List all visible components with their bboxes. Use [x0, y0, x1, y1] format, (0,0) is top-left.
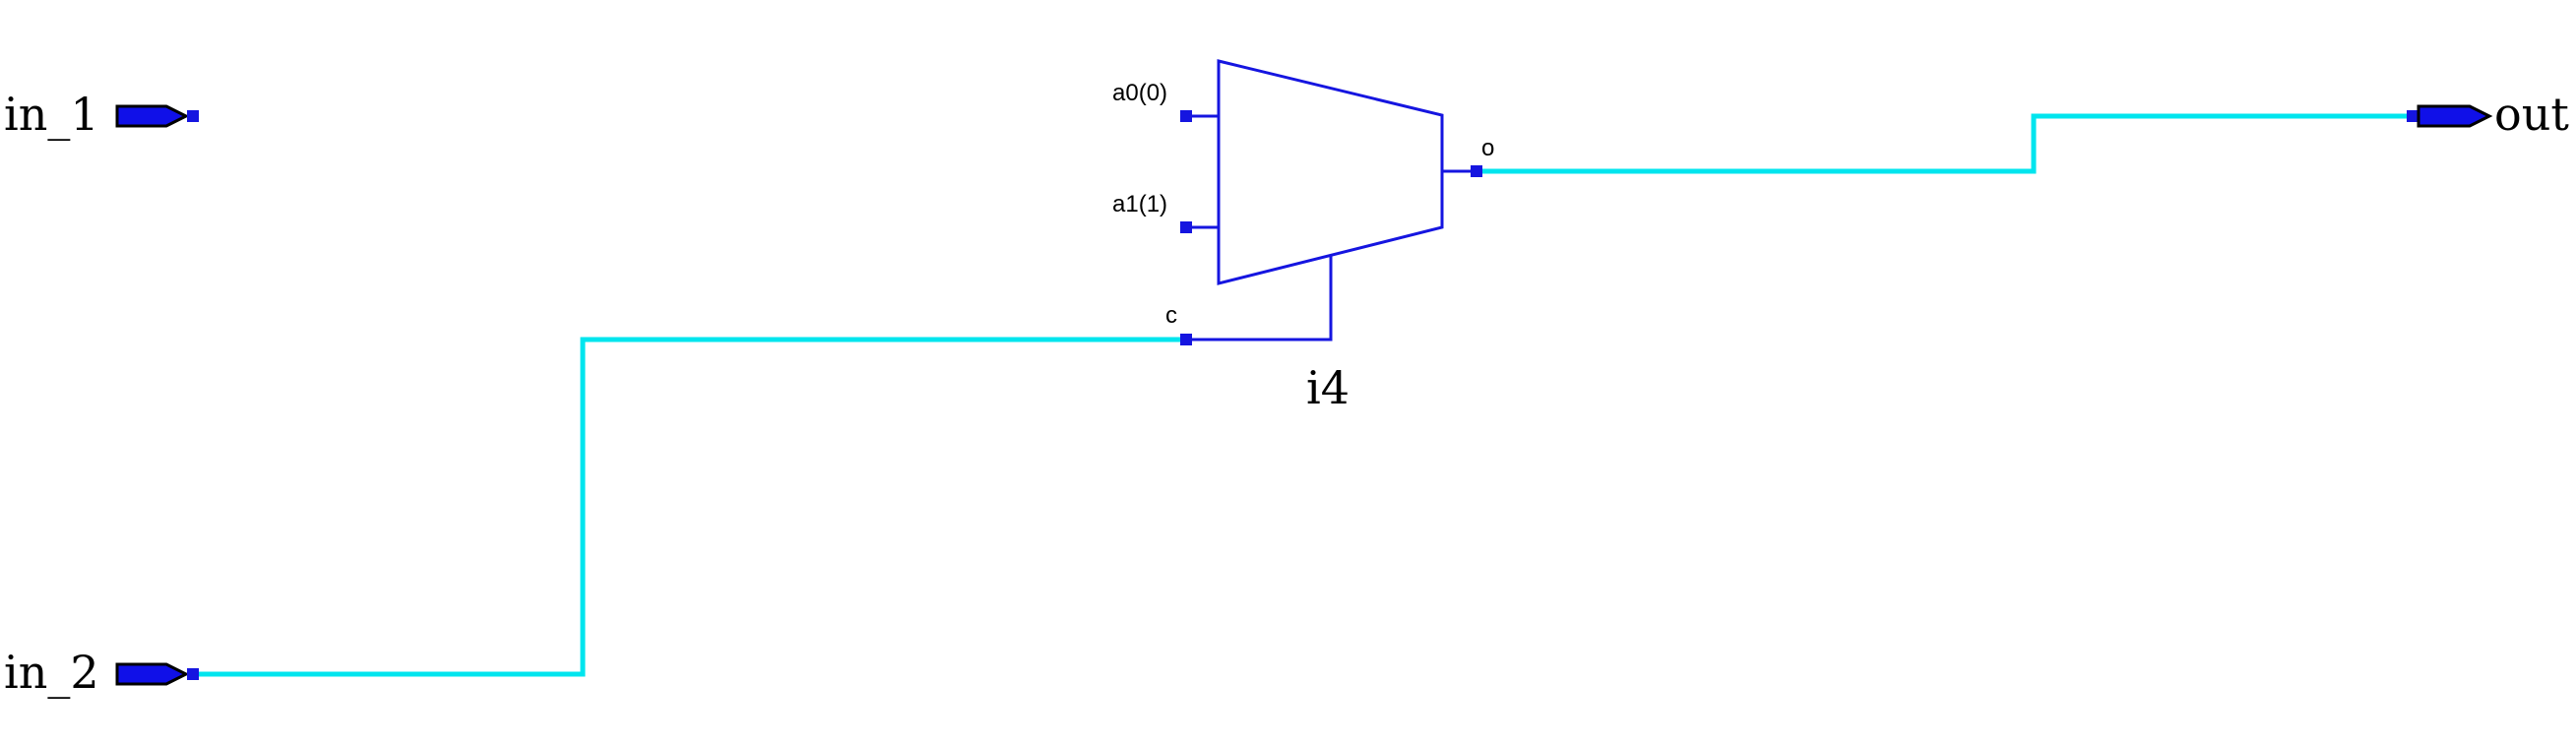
pin-label-a0: a0(0): [1112, 80, 1167, 106]
pin-label-a1: a1(1): [1112, 191, 1167, 217]
pin-dot-o[interactable]: [1471, 165, 1482, 177]
net-i4-o-to-out[interactable]: [1476, 113, 2412, 174]
pin-label-c: c: [1165, 302, 1177, 329]
pin-dot-c[interactable]: [1180, 334, 1192, 345]
port-arrow-icon: [115, 104, 190, 128]
instance-label-i4: i4: [1306, 361, 1350, 414]
net-in_2-to-i4-c[interactable]: [193, 337, 1186, 677]
port-pin-dot: [2407, 110, 2419, 122]
mux-body: [1217, 59, 1444, 285]
port-label-in_2: in_2: [4, 646, 99, 699]
input-port-in_1[interactable]: in_1: [4, 88, 199, 141]
input-port-in_2[interactable]: in_2: [4, 646, 199, 699]
port-arrow-icon: [115, 662, 190, 686]
port-label-out: out: [2494, 88, 2569, 141]
pin-line-c: [1186, 256, 1333, 341]
port-label-in_1: in_1: [4, 88, 99, 141]
port-pin-dot: [187, 668, 199, 680]
mux-instance-i4[interactable]: a0(0) a1(1) c o i4: [1112, 59, 1494, 414]
port-pin-dot: [187, 110, 199, 122]
pin-label-o: o: [1481, 135, 1494, 161]
pin-dot-a1[interactable]: [1180, 221, 1192, 233]
port-arrow-icon: [2417, 104, 2493, 128]
output-port-out[interactable]: out: [2407, 88, 2569, 141]
pin-dot-a0[interactable]: [1180, 110, 1192, 122]
